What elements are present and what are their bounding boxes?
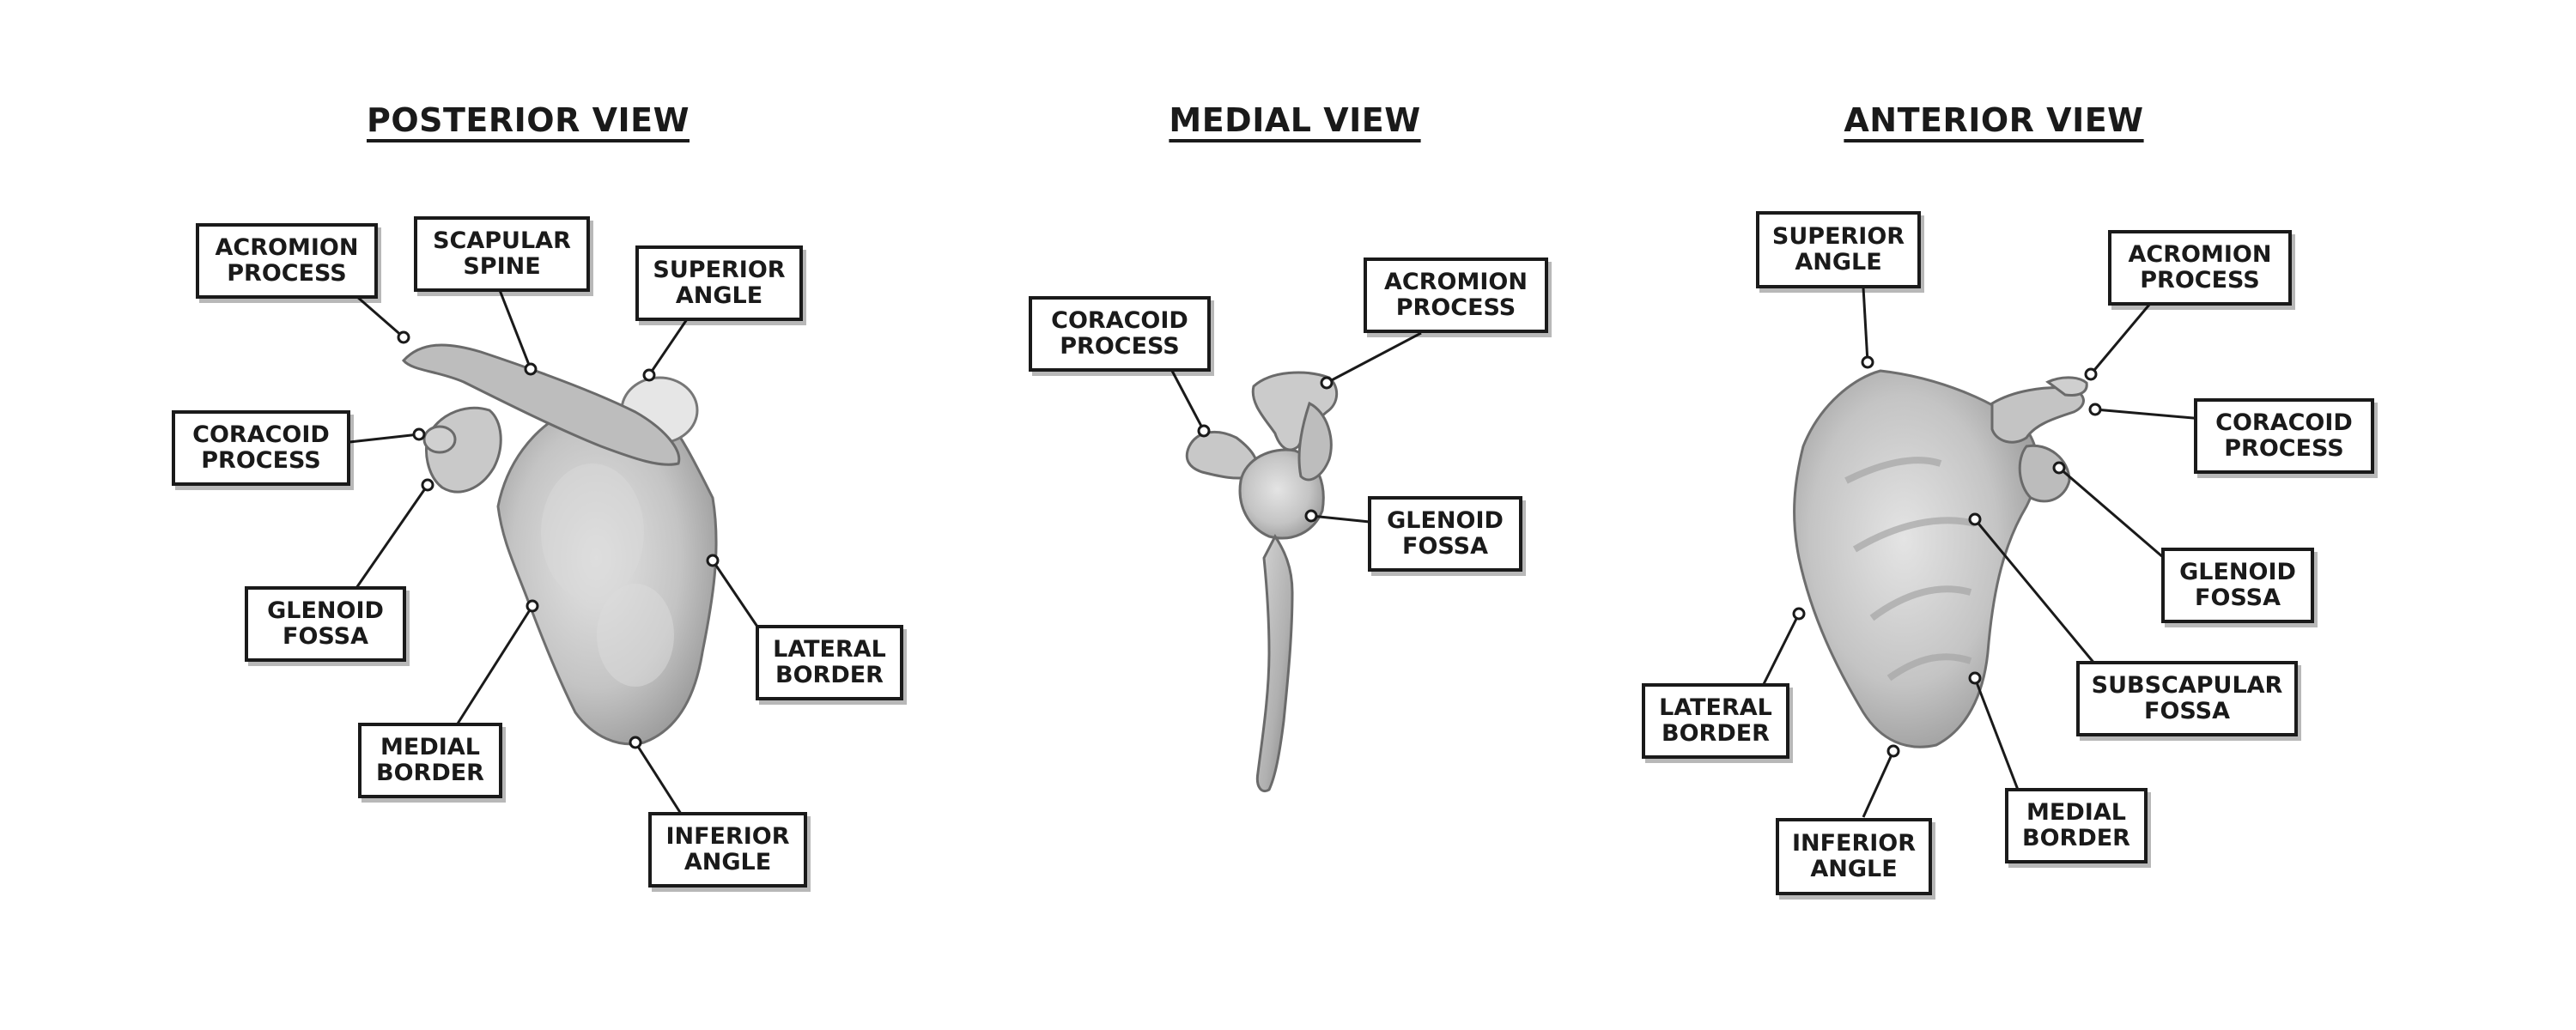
medial-acromion-neck-shape [1297,401,1333,482]
posterior-medial-border-label: MEDIAL BORDER [358,723,502,798]
posterior-view-title: POSTERIOR VIEW [366,101,690,139]
anterior-ridge-2 [1852,517,1976,553]
posterior-scapular-spine-shape [402,343,681,466]
anterior-ridge-3 [1869,585,1972,621]
anterior-view-title: ANTERIOR VIEW [1844,101,2144,139]
medial-blade-shape [1255,534,1294,793]
anterior-glenoid-shape [2018,444,2071,503]
anterior-inferior-angle-label: INFERIOR ANGLE [1776,818,1932,895]
posterior-superior-angle-label: SUPERIOR ANGLE [635,245,803,321]
medial-scapula-bone [1185,371,1339,793]
medial-view-title: MEDIAL VIEW [1169,101,1421,139]
posterior-glenoid-fossa-label: GLENOID FOSSA [245,586,406,662]
medial-acromion-process-label: ACROMION PROCESS [1364,258,1548,333]
posterior-scapular-spine-label: SCAPULAR SPINE [414,216,590,292]
anterior-coracoid-process-label: CORACOID PROCESS [2194,398,2374,474]
anterior-leader-lines [1759,287,2223,818]
posterior-lateral-border-label: LATERAL BORDER [756,625,903,700]
anterior-superior-angle-label: SUPERIOR ANGLE [1756,211,1921,288]
anterior-medial-border-label: MEDIAL BORDER [2005,788,2148,863]
anterior-acromion-shape [2045,376,2088,397]
posterior-acromion-process-label: ACROMION PROCESS [196,223,378,299]
medial-glenoid-fossa-label: GLENOID FOSSA [1368,496,1522,572]
anterior-glenoid-fossa-label: GLENOID FOSSA [2161,548,2314,623]
medial-coracoid-process-label: CORACOID PROCESS [1029,296,1211,372]
posterior-scapula-bone [402,343,718,746]
posterior-inferior-angle-label: INFERIOR ANGLE [648,812,807,888]
anterior-coracoid-shape [1990,386,2085,444]
anterior-ridge-4 [1886,653,1972,682]
posterior-coracoid-shape [422,425,457,454]
anterior-lateral-border-label: LATERAL BORDER [1642,683,1789,759]
anterior-subscapular-fossa-label: SUBSCAPULAR FOSSA [2076,661,2298,736]
anterior-acromion-process-label: ACROMION PROCESS [2108,230,2292,306]
posterior-coracoid-process-label: CORACOID PROCESS [172,410,350,486]
posterior-shading-2 [597,584,674,687]
medial-leader-lines [1170,331,1422,524]
anterior-ridge-1 [1844,457,1942,484]
anterior-scapula-bone [1793,369,2088,748]
posterior-leader-lines [349,285,759,815]
posterior-shading-1 [541,464,644,601]
